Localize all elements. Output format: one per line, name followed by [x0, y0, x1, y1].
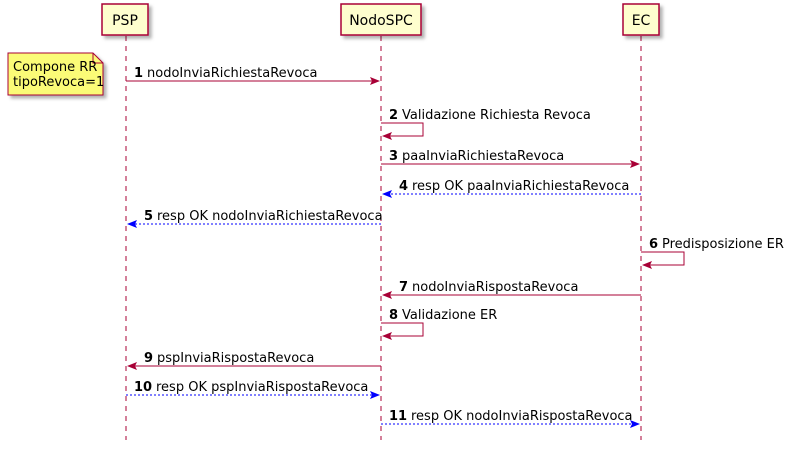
message-2: 2 Validazione Richiesta Revoca [381, 108, 591, 140]
participant-psp: PSP [101, 3, 149, 36]
message-1-number: 1 [134, 66, 143, 81]
message-3-number: 3 [389, 149, 398, 164]
message-9: 9 pspInviaRispostaRevoca [127, 351, 381, 370]
message-6: 6 Predisposizione ER [641, 237, 784, 269]
message-10: 10 resp OK pspInviaRispostaRevoca [126, 380, 380, 399]
message-2-label: Validazione Richiesta Revoca [402, 108, 591, 123]
message-2-number: 2 [389, 108, 398, 123]
message-5: 5 resp OK nodoInviaRichiestaRevoca [127, 209, 383, 228]
message-8-label: Validazione ER [402, 308, 497, 323]
message-9-label: pspInviaRispostaRevoca [157, 351, 314, 366]
message-4: 4 resp OK paaInviaRichiestaRevoca [382, 179, 641, 198]
message-11-label: resp OK nodoInviaRispostaRevoca [411, 409, 633, 424]
message-7-number: 7 [399, 280, 408, 295]
message-7: 7 nodoInviaRispostaRevoca [382, 280, 641, 299]
message-1: 1 nodoInviaRichiestaRevoca [126, 66, 380, 85]
message-6-number: 6 [649, 237, 658, 252]
message-5-label: resp OK nodoInviaRichiestaRevoca [157, 209, 383, 224]
message-3-label: paaInviaRichiestaRevoca [402, 149, 564, 164]
message-11: 11 resp OK nodoInviaRispostaRevoca [381, 409, 640, 428]
message-10-label: resp OK pspInviaRispostaRevoca [156, 380, 368, 395]
message-6-label: Predisposizione ER [662, 237, 784, 252]
message-9-number: 9 [144, 351, 153, 366]
participant-nodospc: NodoSPC [340, 3, 422, 36]
participant-ec-label: EC [632, 13, 651, 29]
message-8-number: 8 [389, 308, 398, 323]
message-1-label: nodoInviaRichiestaRevoca [147, 66, 317, 81]
message-4-label: resp OK paaInviaRichiestaRevoca [412, 179, 629, 194]
note-line-2: tipoRevoca=1 [13, 75, 104, 90]
message-7-label: nodoInviaRispostaRevoca [412, 280, 578, 295]
participant-nodospc-label: NodoSPC [349, 13, 413, 29]
note-compone-rr: Compone RR tipoRevoca=1 [7, 52, 104, 96]
message-11-number: 11 [389, 409, 407, 424]
participant-ec: EC [622, 3, 660, 36]
message-5-number: 5 [144, 209, 153, 224]
participant-psp-label: PSP [112, 13, 138, 29]
message-4-number: 4 [399, 179, 408, 194]
message-8: 8 Validazione ER [381, 308, 497, 340]
message-10-number: 10 [134, 380, 152, 395]
lifelines [125, 36, 642, 440]
message-3: 3 paaInviaRichiestaRevoca [381, 149, 640, 168]
note-line-1: Compone RR [13, 60, 97, 75]
